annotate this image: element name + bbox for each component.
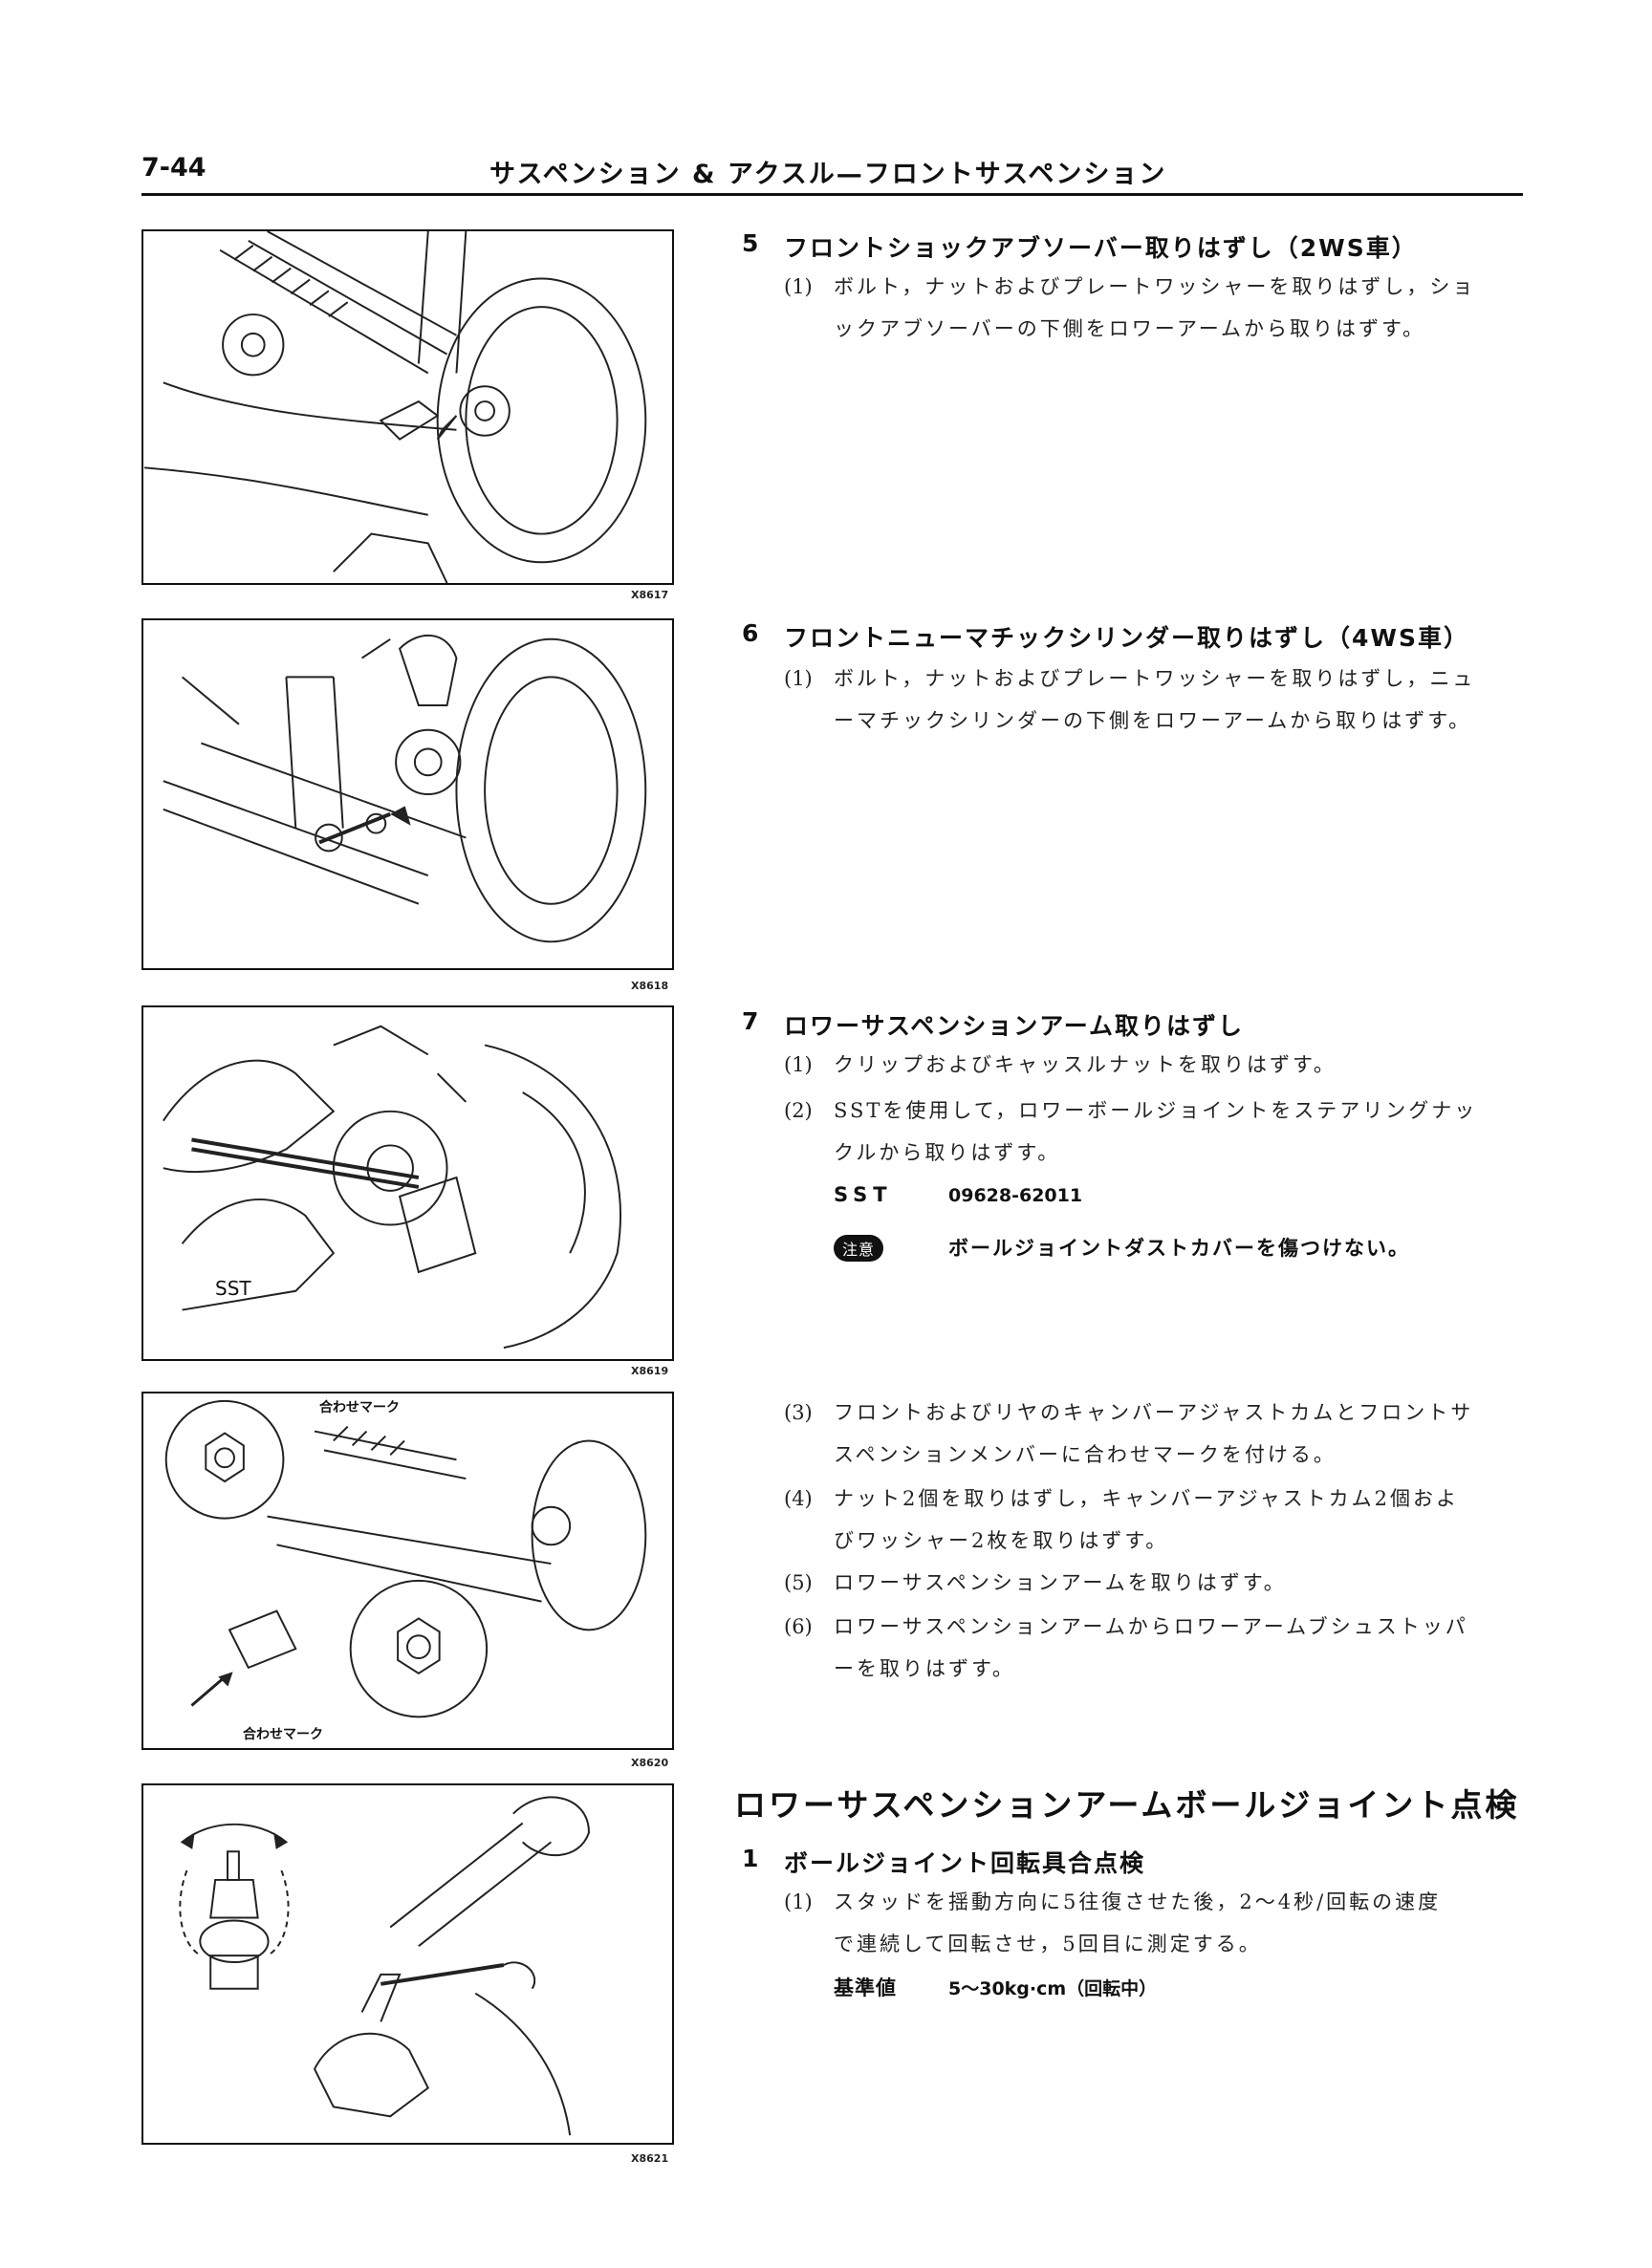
item-number: (1) [784, 1053, 813, 1076]
sst-label: SST [834, 1183, 893, 1206]
item-line: クルから取りはずす。 [834, 1141, 1061, 1164]
step-title: ボールジョイント回転具合点検 [784, 1849, 1146, 1877]
item-text: スタッドを揺動方向に5往復させた後，2～4秒/回転の速度 で連続して回転させ，5… [834, 1881, 1522, 1965]
item-number: (5) [784, 1571, 813, 1594]
item-text: ボルト，ナットおよびプレートワッシャーを取りはずし，ニュ ーマチックシリンダーの… [834, 658, 1522, 742]
item-line: スタッドを揺動方向に5往復させた後，2～4秒/回転の速度 [834, 1890, 1442, 1913]
pneumatic-cylinder-illustration [163, 635, 647, 943]
alignment-mark-label-bottom: 合わせマーク [243, 1727, 323, 1742]
item-line: びワッシャー2枚を取りはずす。 [834, 1529, 1169, 1552]
figure-ball-joint-inspection [141, 1783, 674, 2145]
step-number: 5 [742, 229, 759, 257]
item-line: ロワーサスペンションアームを取りはずす。 [834, 1571, 1287, 1594]
item-line: ックアブソーバーの下側をロワーアームから取りはずす。 [834, 317, 1425, 340]
figure-code: X8617 [631, 589, 669, 601]
figure-code: X8621 [631, 2152, 669, 2165]
camber-cam-alignment-illustration [164, 1399, 647, 1718]
item-number: (3) [784, 1401, 813, 1424]
item-text: ロワーサスペンションアームからロワーアームブシュストッパ ーを取りはずす。 [834, 1606, 1522, 1690]
item-text: SSTを使用して，ロワーボールジョイントをステアリングナッ クルから取りはずす。 [834, 1090, 1522, 1174]
figure-code: X8618 [631, 980, 669, 992]
ball-joint-torque-illustration [179, 1796, 590, 2136]
step-number: 1 [742, 1845, 759, 1872]
shock-absorber-illustration [143, 231, 647, 583]
item-line: SSTを使用して，ロワーボールジョイントをステアリングナッ [834, 1099, 1478, 1122]
step-number: 7 [742, 1007, 759, 1035]
figure-shock-absorber-removal [141, 229, 674, 585]
caution-badge: 注意 [834, 1235, 884, 1262]
item-text: フロントおよびリヤのキャンバーアジャストカムとフロントサ スペンションメンバーに… [834, 1392, 1522, 1476]
item-line: ボルト，ナットおよびプレートワッシャーを取りはずし，ショ [834, 275, 1476, 298]
caution-text: ボールジョイントダストカバーを傷つけない。 [948, 1237, 1410, 1260]
figure-code: X8619 [631, 1365, 669, 1377]
step-number: 6 [742, 619, 759, 647]
item-line: ナット2個を取りはずし，キャンバーアジャストカム2個およ [834, 1487, 1459, 1510]
item-line: ボルト，ナットおよびプレートワッシャーを取りはずし，ニュ [834, 667, 1476, 690]
item-number: (1) [784, 275, 813, 298]
item-line: ーを取りはずす。 [834, 1657, 1015, 1680]
page-header-title: サスペンション & アクスル—フロントサスペンション [489, 160, 1167, 189]
item-line: ーマチックシリンダーの下側をロワーアームから取りはずす。 [834, 709, 1472, 732]
step-title: ロワーサスペンションアーム取りはずし [784, 1012, 1245, 1040]
alignment-mark-label-top: 合わせマーク [319, 1400, 400, 1415]
item-text: クリップおよびキャッスルナットを取りはずす。 [834, 1044, 1522, 1086]
figure-lower-arm-removal-sst: SST [141, 1005, 674, 1361]
figure-pneumatic-cylinder-removal [141, 618, 674, 970]
sst-callout-label: SST [215, 1277, 251, 1300]
page-number: 7-44 [141, 153, 206, 183]
item-line: フロントおよびリヤのキャンバーアジャストカムとフロントサ [834, 1401, 1474, 1424]
item-line: クリップおよびキャッスルナットを取りはずす。 [834, 1053, 1337, 1076]
item-line: スペンションメンバーに合わせマークを付ける。 [834, 1443, 1337, 1466]
figure-code: X8620 [631, 1757, 669, 1769]
item-line: ロワーサスペンションアームからロワーアームブシュストッパ [834, 1615, 1468, 1638]
spec-label: 基準値 [834, 1976, 897, 1999]
sst-number: 09628-62011 [948, 1185, 1083, 1206]
step-title: フロントニューマチックシリンダー取りはずし（4WS車） [784, 624, 1469, 652]
item-text: ボルト，ナットおよびプレートワッシャーを取りはずし，ショ ックアブソーバーの下側… [834, 266, 1522, 350]
item-text: ロワーサスペンションアームを取りはずす。 [834, 1562, 1522, 1604]
step-title: フロントショックアブソーバー取りはずし（2WS車） [784, 234, 1418, 262]
figure-alignment-marks: 合わせマーク 合わせマーク [141, 1392, 674, 1750]
section-title: ロワーサスペンションアームボールジョイント点検 [734, 1786, 1520, 1824]
item-number: (2) [784, 1099, 813, 1122]
item-number: (6) [784, 1615, 813, 1638]
spec-value: 5～30kg·cm（回転中） [948, 1978, 1158, 1999]
item-number: (4) [784, 1487, 813, 1510]
item-number: (1) [784, 1890, 813, 1913]
header-rule [141, 193, 1523, 196]
item-text: ナット2個を取りはずし，キャンバーアジャストカム2個およ びワッシャー2枚を取り… [834, 1478, 1522, 1562]
item-number: (1) [784, 667, 813, 690]
item-line: で連続して回転させ，5回目に測定する。 [834, 1933, 1262, 1955]
lower-arm-sst-illustration [162, 1025, 621, 1350]
